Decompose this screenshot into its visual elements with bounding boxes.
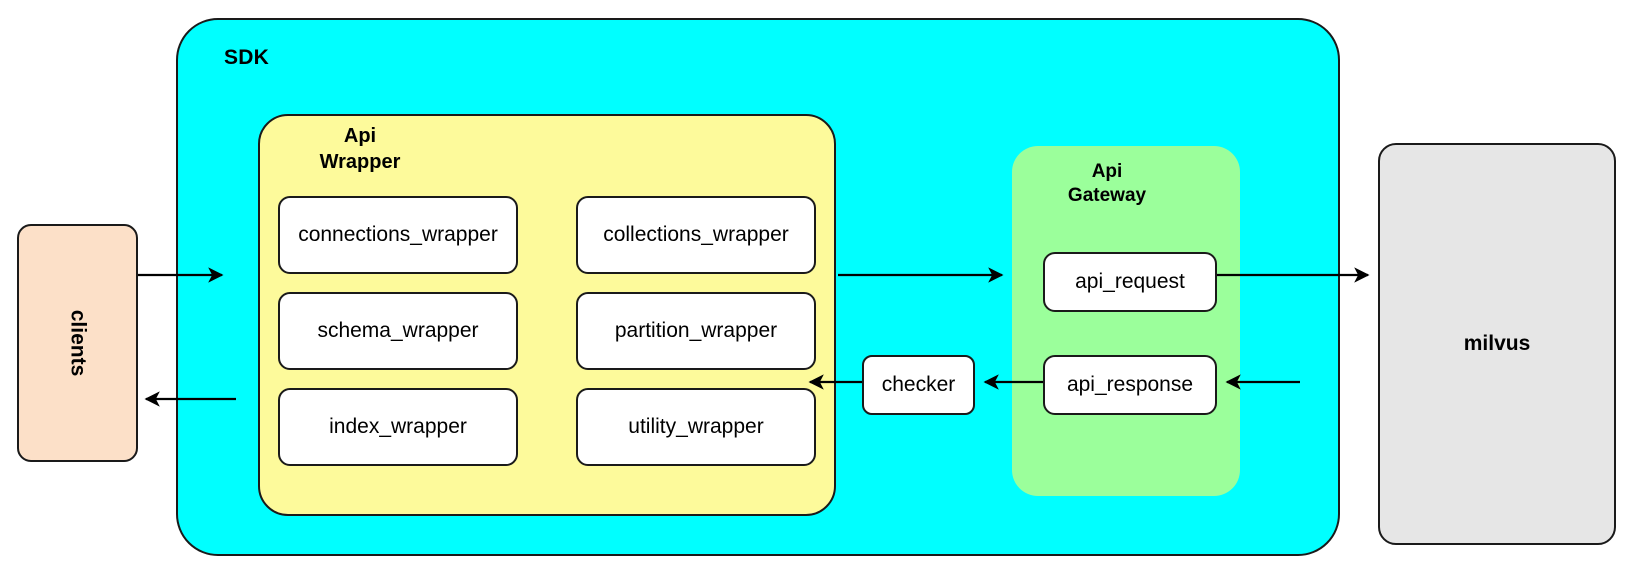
node-label: collections_wrapper — [603, 223, 789, 246]
node-clients[interactable]: clients — [17, 224, 138, 462]
node-label: index_wrapper — [329, 415, 467, 438]
node-label: partition_wrapper — [614, 319, 778, 342]
node-partition-wrapper[interactable]: partition_wrapper — [576, 292, 816, 370]
node-schema-wrapper[interactable]: schema_wrapper — [278, 292, 518, 370]
node-label: schema_wrapper — [317, 319, 479, 342]
api-wrapper-label-line2: Wrapper — [319, 150, 401, 173]
node-label: checker — [881, 373, 956, 396]
node-connections-wrapper[interactable]: connections_wrapper — [278, 196, 518, 274]
api-wrapper-label-line1: Api — [343, 125, 377, 147]
node-api-request[interactable]: api_request — [1043, 252, 1217, 312]
node-api-response[interactable]: api_response — [1043, 355, 1217, 415]
node-utility-wrapper[interactable]: utility_wrapper — [576, 388, 816, 466]
node-collections-wrapper[interactable]: collections_wrapper — [576, 196, 816, 274]
node-label: api_request — [1075, 270, 1185, 293]
node-label: connections_wrapper — [298, 223, 498, 246]
sdk-label: SDK — [224, 46, 269, 69]
node-label: clients — [66, 309, 90, 377]
api-gateway-label-line2: Gateway — [1067, 185, 1147, 207]
api-gateway-label-line1: Api — [1091, 161, 1123, 182]
node-index-wrapper[interactable]: index_wrapper — [278, 388, 518, 466]
api-wrapper-label: Api Wrapper — [270, 124, 450, 175]
api-gateway-label: Api Gateway — [1012, 160, 1202, 209]
node-label: milvus — [1463, 332, 1531, 355]
api-gateway-container: Api Gateway — [1012, 146, 1240, 496]
node-label: api_response — [1066, 373, 1194, 396]
node-label: utility_wrapper — [628, 415, 764, 438]
node-checker[interactable]: checker — [862, 355, 975, 415]
node-milvus[interactable]: milvus — [1378, 143, 1616, 545]
